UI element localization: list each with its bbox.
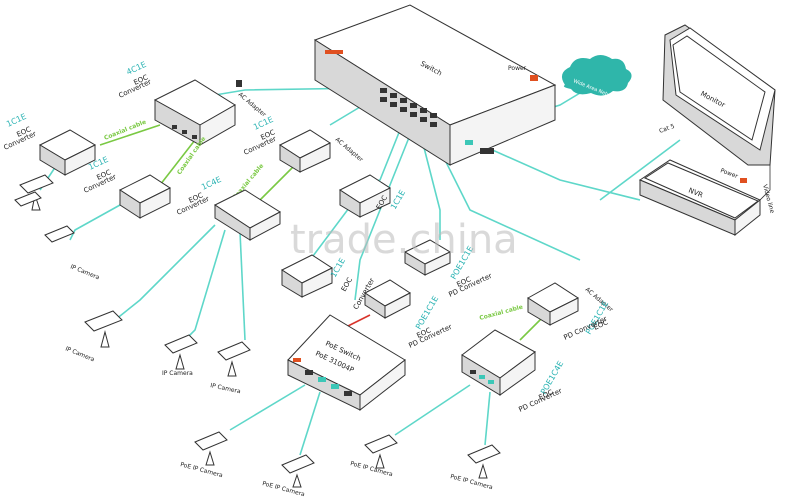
cable-switch-nvr [469, 139, 641, 201]
cable-poe1c4e-cam1 [394, 384, 471, 436]
camera-icon [84, 310, 123, 332]
converter-1c1e-lowmid: 1C1E EOC Converter [280, 254, 376, 311]
converter-4c1e: 4C1E EOC Converter AC Adapter Coaxial ca… [103, 60, 267, 176]
cable-1c4e-ipcam3 [239, 231, 246, 341]
converter-1c1e-mid: 1C1E EOC [338, 174, 407, 218]
poe-switch-port [305, 370, 313, 375]
coax-label-4c1e-a: Coaxial cable [103, 119, 147, 142]
converter-1c4e: 1C4E EOC Converter [175, 175, 281, 241]
model-1c4e: 1C4E [200, 175, 223, 192]
ip-camera-label-4: IP Camera [210, 382, 242, 395]
converter-1c1e-left-lower: 1C1E EOC Converter [82, 155, 172, 219]
switch-power-plug-icon [530, 75, 538, 81]
switch-ports [380, 88, 494, 154]
ip-camera-label-3: IP Camera [162, 370, 193, 377]
cable-1c1e-camera-left2 [69, 204, 121, 241]
cat5-label: Cat 5 [658, 123, 676, 135]
camera-icon [19, 174, 54, 194]
camera-left-mid [14, 191, 42, 207]
camera-poe-2: PoE IP Camera [261, 454, 315, 498]
eoc-label-1c1e-lowmid: EOC [340, 276, 354, 293]
cable-poesw-cam1 [229, 384, 306, 431]
nvr-power-label: Power [719, 167, 739, 180]
wan-cloud: Wide Area Network [561, 55, 632, 102]
camera-icon [281, 454, 315, 474]
model-1c1e-lu: 1C1E [5, 112, 28, 129]
cable-1c4e-ipcam1 [114, 224, 216, 321]
cable-cat5 [599, 139, 681, 201]
poe-switch-brand-mark [293, 358, 301, 362]
camera-left-top [19, 174, 54, 211]
cable-coax-4c1e-1c1e-b [159, 139, 196, 186]
model-poe1c1e-lower: POE1C1E [414, 294, 440, 331]
camera-ip-3: IP Camera [210, 341, 251, 395]
cable-coax-1c1e-1c4e [254, 164, 296, 206]
model-1c1e-mid: 1C1E [389, 188, 407, 211]
monitor: Monitor Video line [662, 24, 776, 215]
cable-layer [39, 87, 771, 456]
watermark: trade.china [290, 217, 518, 263]
ac-adapter-label-4c1e: AC Adapter [237, 91, 268, 118]
camera-icon [467, 444, 501, 464]
cable-switch-poe1c1e [419, 131, 441, 240]
camera-icon [164, 334, 198, 354]
poe-switch: PoE Switch PoE 31004P [287, 314, 406, 412]
nvr: NVR Power Cat 5 [638, 123, 761, 237]
coax-label-poe1c1e-right: Coaxial cable [479, 304, 524, 322]
camera-ip-2: IP Camera [162, 334, 198, 377]
video-line-label: Video line [761, 184, 775, 215]
cable-1c4e-ipcam2 [184, 229, 226, 341]
cable-poe1c4e-cam2 [484, 391, 491, 446]
camera-icon [217, 341, 251, 361]
ac-adapter-label-1c1e-top: AC Adapter [334, 136, 365, 163]
camera-icon [364, 434, 398, 454]
ac-adapter-icon-4c1e [236, 80, 242, 87]
poe-ip-camera-label-4: PoE IP Camera [449, 473, 493, 491]
converter-poe1c4e: POE1C4E EOC PD Converter [461, 329, 565, 414]
poe-ip-camera-label-3: PoE IP Camera [349, 460, 393, 478]
converter-poe1c1e-lower: POE1C1E EOC PD Converter [364, 279, 453, 350]
poe-ip-camera-label-1: PoE IP Camera [179, 461, 223, 479]
poe-switch-port [344, 391, 352, 396]
cable-coax-4c1e-1c1e [99, 124, 161, 146]
switch-brand-mark [325, 50, 343, 54]
converter-label-1c1e-top: Converter [242, 135, 277, 157]
ip-camera-label-1: IP Camera [69, 263, 101, 281]
cable-switch-poeswitch [354, 134, 411, 301]
coax-label-4c1e-b: Coaxial cable [176, 135, 207, 176]
main-switch: Switch Power [313, 4, 557, 166]
poe-switch-port [331, 384, 339, 389]
camera-icon [194, 431, 228, 451]
camera-icon [44, 225, 75, 243]
switch-power-label: Power [508, 65, 527, 72]
cable-poesw-cam2 [299, 391, 321, 456]
camera-poe-4: PoE IP Camera [449, 444, 501, 491]
camera-poe-3: PoE IP Camera [349, 434, 398, 478]
converter-1c1e-left-upper: 1C1E EOC Converter [2, 112, 97, 176]
poe-switch-port [318, 377, 326, 382]
camera-ip-1: IP Camera [64, 310, 123, 364]
nvr-power-plug-icon [740, 178, 747, 183]
ip-camera-label-2: IP Camera [64, 345, 96, 363]
camera-poe-1: PoE IP Camera [179, 431, 228, 479]
cloud-icon [561, 55, 632, 96]
camera-icon [14, 191, 42, 207]
